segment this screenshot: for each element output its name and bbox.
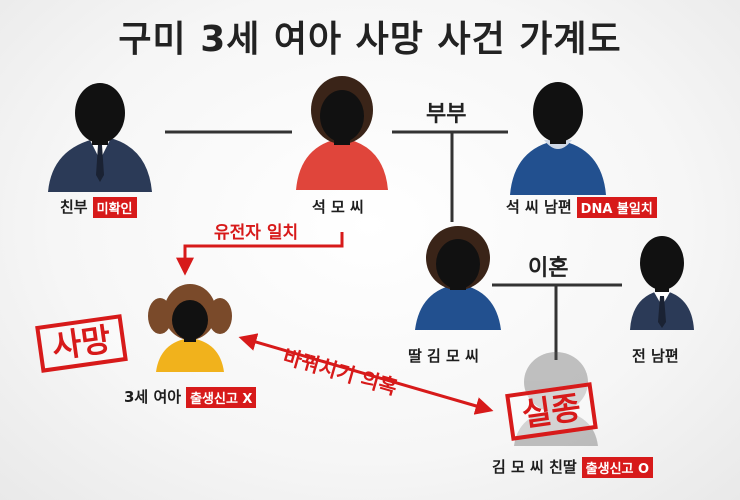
ex-husband-icon (630, 236, 694, 330)
biological-father-icon (48, 83, 152, 192)
seok-husband-icon (510, 82, 606, 195)
missing-child-icon (514, 352, 598, 446)
seok-label: 석 모 씨 (312, 198, 364, 216)
dna-mismatch-tag: DNA 불일치 (576, 197, 657, 218)
unconfirmed-tag: 미확인 (92, 197, 137, 218)
page-title: 구미 3세 여아 사망 사건 가계도 (118, 19, 622, 60)
seok-woman-icon (296, 76, 388, 190)
divorce-label: 이혼 (528, 256, 569, 281)
daughter-kim-label: 딸 김 모 씨 (408, 347, 479, 365)
birth-reported-tag: 출생신고 O (581, 457, 654, 478)
couple-label: 부부 (426, 102, 467, 127)
ex-husband-label: 전 남편 (632, 347, 679, 365)
no-birth-report-tag: 출생신고 X (186, 387, 257, 408)
swap-arrow (238, 333, 494, 415)
girl-3yo-icon (148, 284, 232, 372)
gene-match-label: 유전자 일치 (214, 223, 299, 243)
gene-match-arrow (176, 232, 344, 276)
daughter-kim-icon (415, 226, 501, 330)
